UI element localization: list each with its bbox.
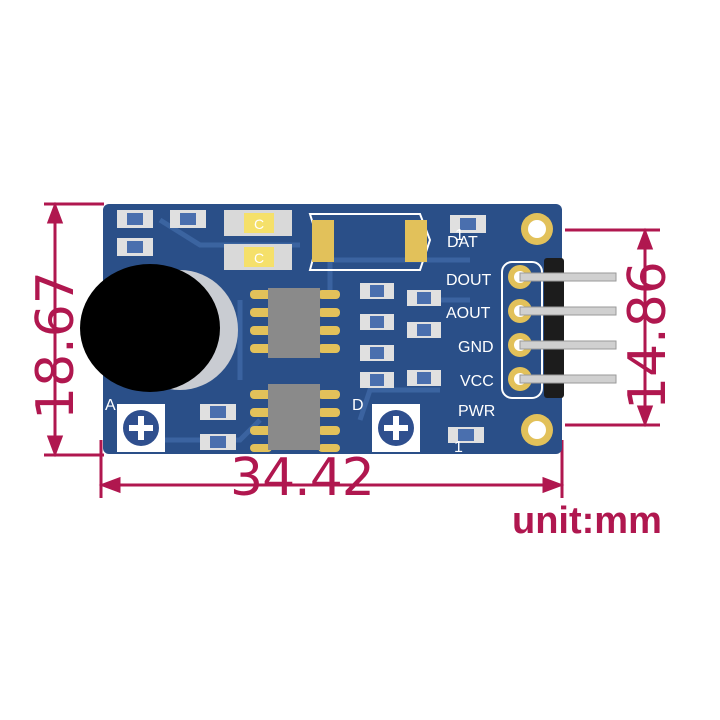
ic-chips [250,288,340,452]
potentiometers [117,404,420,452]
silk-pot-d: D [352,397,364,414]
silk-gnd: GND [458,339,494,356]
width-dimension-label: 34.42 [230,448,375,508]
capacitor-footprint [308,213,432,271]
pin-span-dimension-label: 14.86 [618,261,678,410]
dimension-lines [44,201,660,498]
smd-component-bodies [127,213,476,448]
pin-header [501,258,617,399]
silk-aout: AOUT [446,305,491,322]
silk-pin1-bottom: 1 [454,439,463,456]
silk-pot-a: A [105,397,116,414]
led-label-1: C [254,216,264,232]
silk-vcc: VCC [460,373,494,390]
silk-pin1-top: 1 [455,227,464,244]
mounting-holes [521,213,553,446]
unit-label: unit:mm [512,500,662,542]
height-dimension-label: 18.67 [26,271,86,420]
silk-dat: DAT [447,234,478,251]
microphone [80,264,238,392]
silk-pwr: PWR [458,403,495,420]
led-label-2: C [254,250,264,266]
status-leds [224,210,292,270]
silk-dout: DOUT [446,272,492,289]
